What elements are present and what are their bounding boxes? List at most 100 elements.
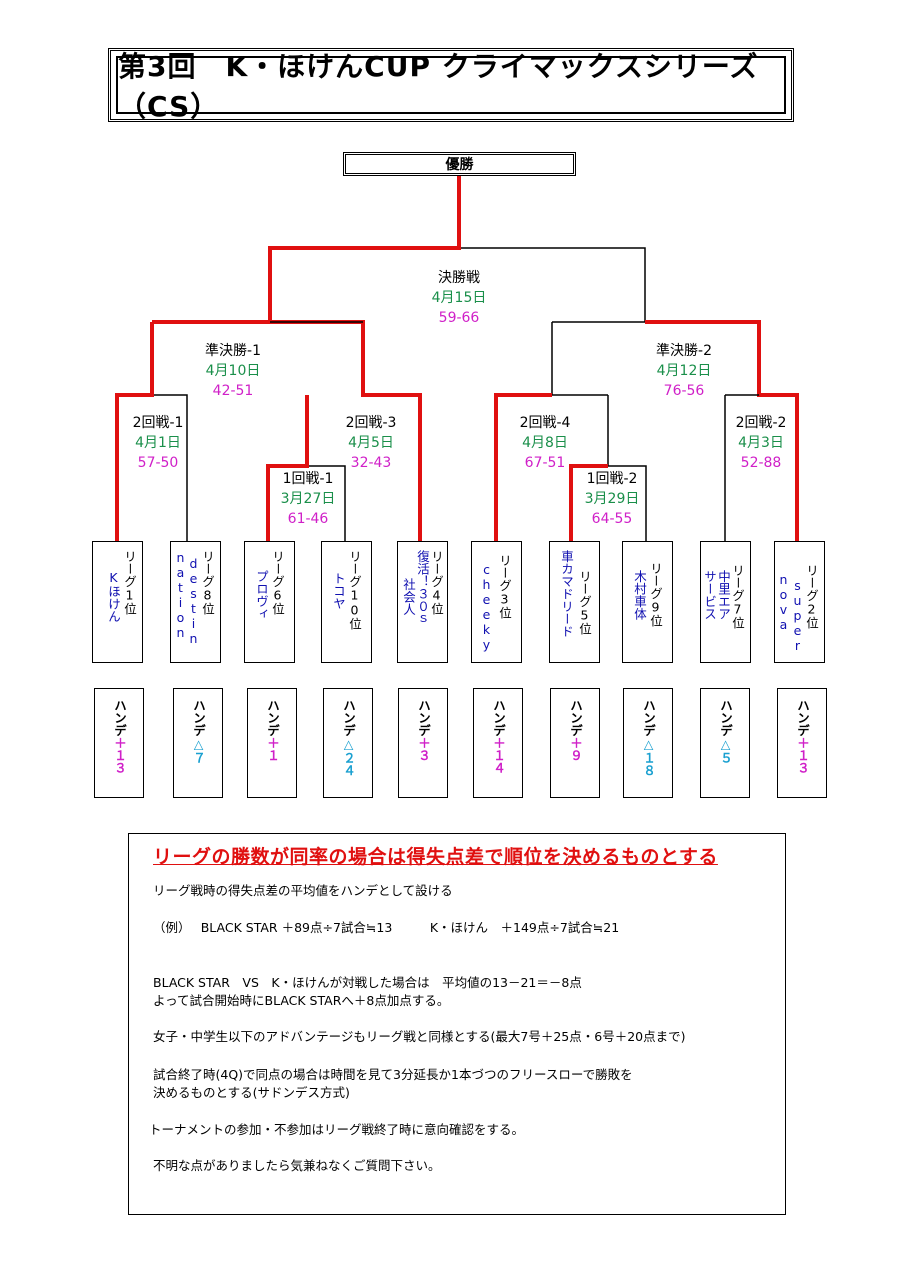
team-name-line2: nova (776, 572, 791, 632)
team-name: 復活！３０ｓ (415, 550, 430, 625)
handicap-text: ハンデ△７ (191, 699, 206, 764)
red-r2-1 (115, 322, 154, 541)
handicap-box: ハンデ＋１３ (94, 688, 144, 798)
team-rank: リーグ3位 (497, 554, 512, 619)
line-r1-2-right (608, 465, 647, 541)
red-r1-1 (266, 395, 309, 541)
round-r2-2-name: 2回戦-2 (735, 415, 787, 431)
handicap-box: ハンデ△２４ (323, 688, 373, 798)
round-r2-2-score: 52-88 (740, 455, 782, 471)
rule-line: 不明な点がありましたら気兼ねなくご質問下さい。 (153, 1158, 441, 1173)
team-rank: リーグ5位 (577, 570, 592, 635)
line-final-right (459, 247, 646, 322)
champion-box: 優勝 (343, 152, 576, 176)
round-r1-2-date: 3月29日 (584, 491, 640, 507)
rule-line: リーグ戦時の得失点差の平均値をハンデとして設ける (153, 883, 453, 898)
rule-line: 試合終了時(4Q)で同点の場合は時間を見て3分延長か1本づつのフリースローで勝敗… (153, 1067, 633, 1082)
rules-box: リーグの勝数が同率の場合は得失点差で順位を決めるものとする リーグ戦時の得失点差… (128, 833, 786, 1215)
team-name: Kほけん (106, 570, 121, 623)
team-name: super (790, 578, 805, 653)
round-r2-3: 2回戦-3 4月5日 32-43 (311, 413, 431, 473)
team-box: リーグ2位 super nova (774, 541, 825, 663)
handicap-box: ハンデ＋１ (247, 688, 297, 798)
handicap-box: ハンデ＋１４ (473, 688, 523, 798)
round-r2-4-name: 2回戦-4 (519, 415, 571, 431)
team-name: 木村車体 (632, 570, 647, 620)
team-box: リーグ4位 復活！３０ｓ 社会人 (397, 541, 448, 663)
team-rank: リーグ8位 (200, 550, 215, 615)
round-sf1-score: 42-51 (212, 383, 254, 399)
rules-heading: リーグの勝数が同率の場合は得失点差で順位を決めるものとする (153, 846, 718, 868)
handicap-text: ハンデ△２４ (341, 699, 356, 777)
round-r1-2-score: 64-55 (591, 511, 633, 527)
round-r2-1-score: 57-50 (137, 455, 179, 471)
team-rank: リーグ2位 (804, 564, 819, 629)
handicap-box: ハンデ△１８ (623, 688, 673, 798)
team-box: リーグ7位 中里エア サービス (700, 541, 751, 663)
round-r2-1-name: 2回戦-1 (132, 415, 184, 431)
handicap-text: ハンデ＋３ (416, 699, 431, 762)
team-rank: リーグ6位 (270, 550, 285, 615)
round-r1-2: 1回戦-2 3月29日 64-55 (552, 469, 672, 529)
team-box: リーグ10位 トコヤ (321, 541, 372, 663)
team-name: cheeky (479, 562, 494, 652)
round-final: 決勝戦 4月15日 59-66 (399, 268, 519, 328)
team-name-line2: nation (173, 550, 188, 640)
round-r2-4-date: 4月8日 (522, 435, 568, 451)
round-sf2-name: 準決勝-2 (656, 343, 712, 359)
handicap-text: ハンデ＋１ (265, 699, 280, 762)
rule-line: BLACK STAR VS K・ほけんが対戦した場合は 平均値の13－21＝－8… (153, 975, 582, 990)
round-sf2: 準決勝-2 4月12日 76-56 (624, 341, 744, 401)
round-r2-2: 2回戦-2 4月3日 52-88 (701, 413, 821, 473)
round-r2-1-date: 4月1日 (135, 435, 181, 451)
handicap-text: ハンデ＋９ (568, 699, 583, 762)
round-sf1: 準決勝-1 4月10日 42-51 (173, 341, 293, 401)
handicap-text: ハンデ＋１４ (491, 699, 506, 774)
bracket-lines (115, 176, 799, 541)
handicap-box: ハンデ△７ (173, 688, 223, 798)
round-r2-2-date: 4月3日 (738, 435, 784, 451)
team-name: destin (186, 556, 201, 646)
rule-line: よって試合開始時にBLACK STARへ＋8点加点する。 (153, 993, 450, 1008)
round-r1-2-name: 1回戦-2 (586, 471, 638, 487)
handicap-text: ハンデ＋１３ (112, 699, 127, 774)
round-final-date: 4月15日 (431, 290, 487, 306)
title-frame: 第3回 K・ほけんCUP クライマックスシリーズ（CS） (108, 48, 794, 123)
team-rank: リーグ1位 (122, 550, 137, 615)
round-r1-1: 1回戦-1 3月27日 61-46 (248, 469, 368, 529)
team-name-line2: 社会人 (401, 578, 416, 616)
team-box: リーグ3位 cheeky (471, 541, 522, 663)
team-box: リーグ8位 destin nation (170, 541, 221, 663)
team-box: リーグ6位 プロヴィ (244, 541, 295, 663)
handicap-box: ハンデ＋１３ (777, 688, 827, 798)
handicap-box: ハンデ＋３ (398, 688, 448, 798)
round-r1-1-name: 1回戦-1 (282, 471, 334, 487)
team-name: 車カマドリード (559, 550, 574, 638)
round-r2-3-date: 4月5日 (348, 435, 394, 451)
red-champion (268, 176, 461, 322)
round-r2-1: 2回戦-1 4月1日 57-50 (98, 413, 218, 473)
round-r2-3-score: 32-43 (350, 455, 392, 471)
team-rank: リーグ9位 (648, 562, 663, 627)
team-name: プロヴィ (254, 570, 269, 620)
round-final-score: 59-66 (438, 310, 480, 326)
handicap-text: ハンデ△１８ (641, 699, 656, 777)
team-box: リーグ1位 Kほけん (92, 541, 143, 663)
red-r2-4 (494, 393, 552, 541)
round-sf2-date: 4月12日 (656, 363, 712, 379)
team-name-line2: サービス (702, 570, 717, 620)
round-r2-3-name: 2回戦-3 (345, 415, 397, 431)
rule-line: 女子・中学生以下のアドバンテージもリーグ戦と同様とする(最大7号＋25点・6号＋… (153, 1029, 686, 1044)
rule-line: 決めるものとする(サドンデス方式) (153, 1085, 350, 1100)
team-rank: リーグ10位 (347, 550, 362, 630)
handicap-text: ハンデ＋１３ (795, 699, 810, 774)
round-r2-4: 2回戦-4 4月8日 67-51 (485, 413, 605, 473)
rule-line: （例） BLACK STAR ＋89点÷7試合≒13 K・ほけん ＋149点÷7… (153, 920, 620, 935)
round-r1-1-date: 3月27日 (280, 491, 336, 507)
line-r2-1-right (152, 394, 188, 541)
round-final-name: 決勝戦 (438, 270, 480, 286)
round-sf1-name: 準決勝-1 (205, 343, 261, 359)
rule-line: トーナメントの参加・不参加はリーグ戦終了時に意向確認をする。 (149, 1122, 525, 1137)
handicap-box: ハンデ△５ (700, 688, 750, 798)
team-rank: リーグ7位 (730, 564, 745, 629)
